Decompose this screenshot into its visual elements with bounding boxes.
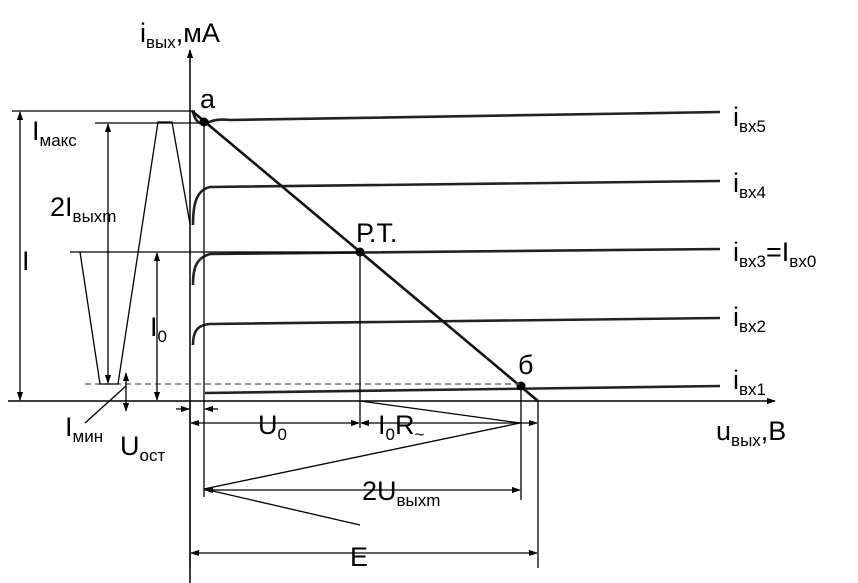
curve-ivx4 — [191, 179, 721, 226]
point-b-label: б — [518, 350, 533, 380]
curve-label-ivx3: iвх3=Iвх0 — [733, 237, 816, 271]
label-i0r: I0R~ — [378, 410, 424, 444]
label-imin: Iмин — [65, 412, 103, 446]
curve-ivx3 — [191, 247, 721, 286]
label-imax: Iмакс — [32, 116, 77, 150]
label-2u-outm: 2Uвыхm — [362, 476, 440, 510]
label-i0: I0 — [150, 312, 167, 346]
point-a-marker — [199, 117, 209, 127]
label-e: E — [350, 542, 368, 572]
curve-label-ivx5: iвх5 — [733, 102, 766, 136]
label-2i-outm: 2Iвыхm — [50, 192, 116, 226]
input-current-waveform — [79, 121, 191, 385]
label-uost: Uост — [120, 431, 165, 465]
y-axis-label: iвых,мА — [140, 18, 220, 52]
label-i-total: I — [22, 246, 30, 276]
label-u0: U0 — [258, 410, 287, 444]
point-a-label: а — [200, 84, 216, 114]
curve-label-ivx1: iвх1 — [733, 365, 766, 399]
curve-ivx2 — [191, 316, 721, 346]
curve-label-ivx4: iвх4 — [733, 168, 766, 202]
curve-ivx1 — [204, 384, 721, 395]
load-line — [191, 110, 539, 402]
x-axis-label: uвых,В — [716, 416, 786, 450]
point-pt-label: Р.Т. — [356, 218, 397, 248]
imin-leader — [84, 385, 127, 424]
output-voltage-waveform — [203, 400, 521, 526]
curve-label-ivx2: iвх2 — [733, 302, 766, 336]
curve-ivx5 — [191, 110, 721, 126]
